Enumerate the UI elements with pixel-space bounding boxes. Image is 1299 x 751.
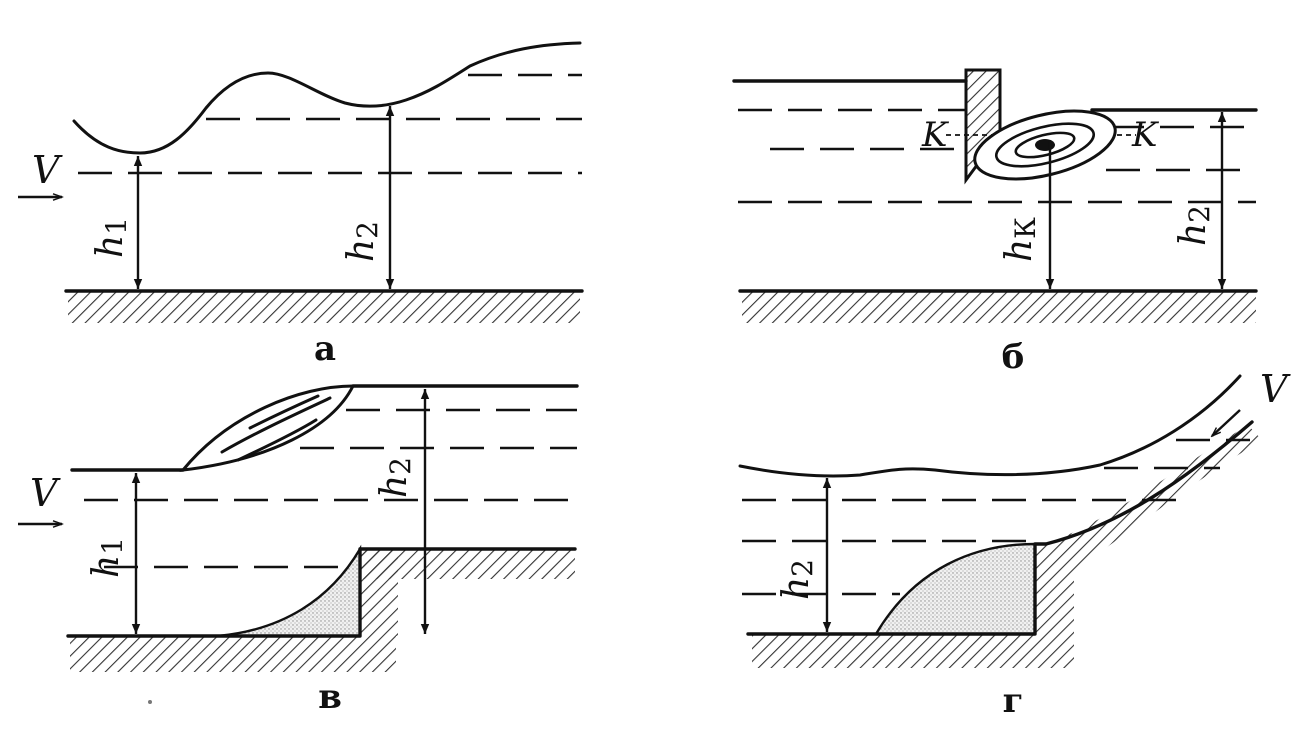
h1-label: h1 xyxy=(90,217,133,258)
step-riser-hatch xyxy=(360,549,398,636)
velocity-label: V xyxy=(32,148,63,192)
undular-jump-surface xyxy=(72,41,582,155)
h1-label: h1 xyxy=(86,537,129,578)
panel-caption: а xyxy=(314,329,336,369)
velocity-label: V xyxy=(1260,367,1291,411)
channel-bed-with-slope xyxy=(746,420,1254,636)
stray-dot xyxy=(148,700,152,704)
surface-roller xyxy=(179,384,356,472)
panel-caption: б xyxy=(1002,337,1025,377)
h2-label: h2 xyxy=(374,457,417,498)
panel-a: V h1 h2 а xyxy=(18,41,584,369)
deposit xyxy=(873,542,1037,636)
downstream-surface xyxy=(738,374,1242,478)
panel-caption: в xyxy=(318,677,342,717)
hk-label: hК xyxy=(999,217,1042,262)
channel-bed-with-step xyxy=(66,547,577,638)
deposit xyxy=(217,544,362,638)
channel-bed-hatch xyxy=(68,291,580,323)
channel-bed-hatch xyxy=(70,636,396,672)
panel-g: V h2 г xyxy=(738,367,1291,721)
velocity-arrow xyxy=(1212,409,1241,436)
k-left-label: K xyxy=(921,115,950,155)
h2-label: h2 xyxy=(341,221,384,262)
h2-label: h2 xyxy=(1173,205,1216,246)
k-right-label: K xyxy=(1131,115,1160,155)
h2-label: h2 xyxy=(776,559,819,600)
velocity-label: V xyxy=(30,471,61,515)
panel-b: K K hК h2 б xyxy=(732,68,1258,377)
panel-v: V h1 h2 в xyxy=(18,384,579,717)
panel-caption: г xyxy=(1003,681,1024,721)
sloped-bed-hatch xyxy=(752,425,1262,668)
channel-bed-hatch xyxy=(742,291,1256,323)
